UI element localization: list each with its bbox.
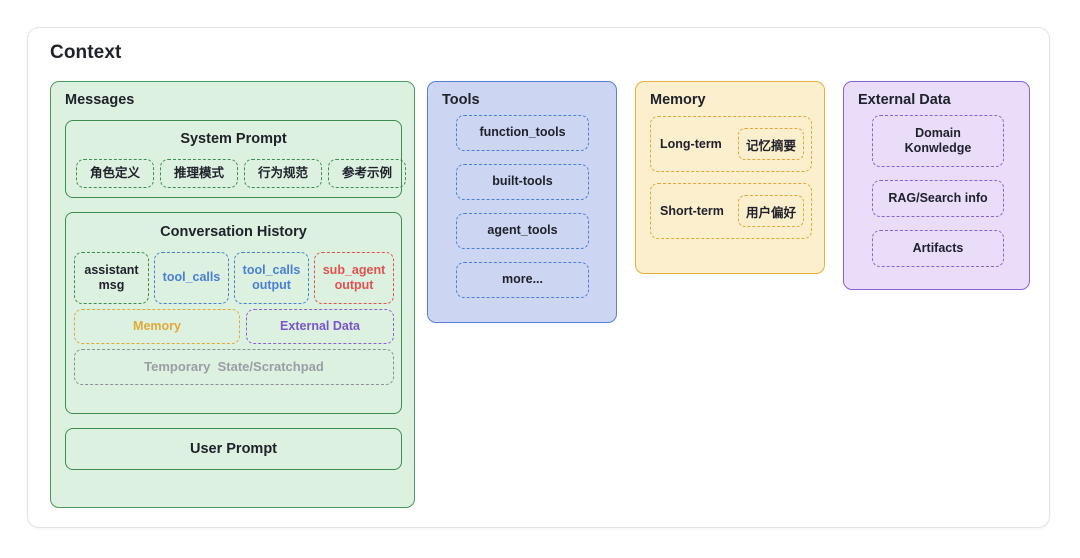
system-prompt-title: System Prompt xyxy=(180,131,287,147)
panel-memory: Memory Long-term 记忆摘要 Short-term 用户偏好 xyxy=(635,81,825,274)
chip-agent-tools[interactable]: agent_tools xyxy=(456,213,589,249)
chip-role-definition[interactable]: 角色定义 xyxy=(76,159,154,188)
chip-tool-calls-output[interactable]: tool_calls output xyxy=(234,252,309,304)
chip-tool-calls[interactable]: tool_calls xyxy=(154,252,229,304)
chip-temporary-state-scratchpad[interactable]: Temporary State/Scratchpad xyxy=(74,349,394,385)
panel-memory-title: Memory xyxy=(650,92,706,108)
conversation-history-box: Conversation History assistant msg tool_… xyxy=(65,212,402,414)
memory-long-term-chip[interactable]: 记忆摘要 xyxy=(738,128,804,160)
system-prompt-box: System Prompt 角色定义 推理模式 行为规范 参考示例 xyxy=(65,120,406,198)
panel-tools-title: Tools xyxy=(442,92,480,108)
panel-tools: Tools function_tools built-tools agent_t… xyxy=(427,81,617,323)
memory-row-long-term[interactable]: Long-term 记忆摘要 xyxy=(650,116,812,172)
chip-external-data-ref[interactable]: External Data xyxy=(246,309,394,344)
page-title: Context xyxy=(50,42,122,63)
chip-domain-knowledge[interactable]: Domain Konwledge xyxy=(872,115,1004,167)
context-card: Context Messages System Prompt 角色定义 推理模式… xyxy=(27,27,1050,528)
chip-sub-agent-output[interactable]: sub_agent output xyxy=(314,252,394,304)
chip-more-tools[interactable]: more... xyxy=(456,262,589,298)
memory-long-term-label: Long-term xyxy=(660,137,722,151)
chip-assistant-msg[interactable]: assistant msg xyxy=(74,252,149,304)
panel-external-data: External Data Domain Konwledge RAG/Searc… xyxy=(843,81,1030,290)
memory-short-term-label: Short-term xyxy=(660,204,724,218)
chip-behavior-spec[interactable]: 行为规范 xyxy=(244,159,322,188)
chip-artifacts[interactable]: Artifacts xyxy=(872,230,1004,267)
memory-short-term-chip[interactable]: 用户偏好 xyxy=(738,195,804,227)
user-prompt-title: User Prompt xyxy=(189,441,278,457)
chip-memory-ref[interactable]: Memory xyxy=(74,309,240,344)
chip-rag-search-info[interactable]: RAG/Search info xyxy=(872,180,1004,217)
chip-reasoning-mode[interactable]: 推理模式 xyxy=(160,159,238,188)
user-prompt-box: User Prompt xyxy=(65,428,402,470)
memory-row-short-term[interactable]: Short-term 用户偏好 xyxy=(650,183,812,239)
panel-external-data-title: External Data xyxy=(858,92,951,108)
conversation-history-title: Conversation History xyxy=(160,224,307,240)
chip-function-tools[interactable]: function_tools xyxy=(456,115,589,151)
chip-built-tools[interactable]: built-tools xyxy=(456,164,589,200)
chip-reference-examples[interactable]: 参考示例 xyxy=(328,159,406,188)
panel-messages-title: Messages xyxy=(65,92,135,108)
panel-messages: Messages System Prompt 角色定义 推理模式 行为规范 参考… xyxy=(50,81,415,508)
